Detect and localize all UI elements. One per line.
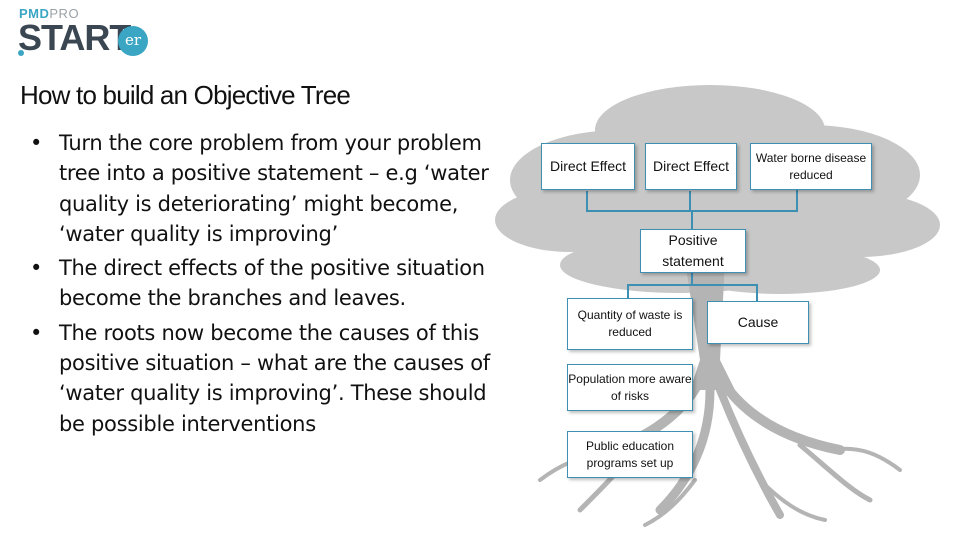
- logo-er-badge: er: [118, 26, 148, 56]
- direct-effect-box: Direct Effect: [645, 143, 737, 190]
- bullet-item: Turn the core problem from your problem …: [30, 128, 510, 249]
- cause-box: Cause: [707, 301, 809, 344]
- box-label: Positive statement: [662, 232, 724, 269]
- box-label: Quantity of waste is reduced: [577, 308, 683, 339]
- bullet-item: The roots now become the causes of this …: [30, 318, 510, 439]
- pmd-pro-starter-logo: PMDPRO START er: [18, 6, 158, 58]
- tree-illustration: [495, 85, 940, 527]
- logo-pmd-text: PMD: [19, 6, 50, 21]
- box-label: Water borne disease reduced: [755, 150, 867, 182]
- box-label: Public education programs set up: [585, 438, 675, 470]
- direct-effect-box: Direct Effect: [541, 143, 635, 190]
- logo-pro-text: PRO: [49, 6, 80, 21]
- logo-start-text: START: [18, 17, 131, 58]
- box-label: Direct Effect: [550, 158, 626, 174]
- cause-box: Population more aware of risks: [567, 364, 693, 411]
- slide-title: How to build an Objective Tree: [20, 80, 351, 110]
- box-label: Cause: [737, 314, 779, 330]
- box-label: Population more aware of risks: [568, 371, 692, 403]
- cause-box: Public education programs set up: [567, 431, 693, 478]
- logo-dot: [18, 50, 24, 56]
- bullet-list: Turn the core problem from your problem …: [30, 128, 510, 443]
- water-borne-disease-box: Water borne disease reduced: [750, 143, 872, 190]
- box-label: Direct Effect: [653, 158, 729, 174]
- cause-box: Quantity of waste is reduced: [567, 298, 693, 350]
- positive-statement-box: Positive statement: [640, 229, 746, 273]
- bullet-item: The direct effects of the positive situa…: [30, 253, 510, 314]
